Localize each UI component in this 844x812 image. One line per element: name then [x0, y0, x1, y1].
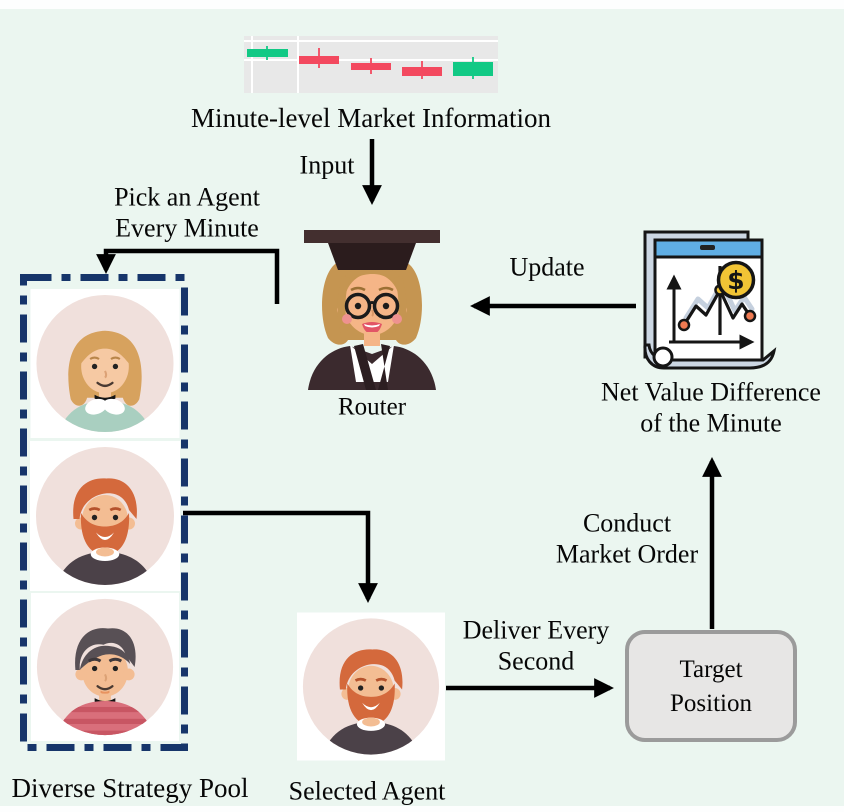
data-point [677, 318, 691, 332]
net-value-label: Net Value Difference of the Minute [601, 377, 821, 438]
update-label: Update [509, 252, 585, 282]
pool-label: Diverse Strategy Pool [11, 773, 249, 804]
graduation-cap-icon [304, 230, 440, 270]
conduct-order-label-line2: Market Order [555, 539, 699, 568]
deliver-label-line2: Second [497, 646, 575, 675]
candles [247, 46, 493, 79]
input-label: Input [299, 150, 355, 180]
market-info-label: Minute-level Market Information [191, 103, 551, 134]
selected-agent-avatar [297, 612, 445, 761]
net-value-label-line2: of the Minute [640, 408, 782, 437]
conduct-order-label-line1: Conduct [582, 508, 672, 538]
selected-agent-label: Selected Agent [288, 776, 446, 806]
pick-agent-label: Pick an Agent Every Minute [114, 182, 260, 243]
pool-agent-woman-avatar [30, 289, 180, 438]
dollar-sign: $ [727, 266, 744, 295]
target-position-box [625, 630, 797, 742]
net-value-label-line1: Net Value Difference [601, 377, 821, 407]
dollar-coin-icon [716, 260, 756, 300]
router-label: Router [337, 393, 407, 421]
pool-agent-darkhair-avatar [31, 593, 179, 741]
deliver-label-line1: Deliver Every [462, 615, 610, 645]
target-position-line1: Target [679, 656, 743, 683]
graduate-woman-icon [304, 230, 440, 390]
glasses-icon [344, 292, 400, 320]
pick-agent-label-line2: Every Minute [115, 213, 259, 242]
deliver-label: Deliver Every Second [463, 615, 610, 676]
net-value-report-icon: $ [643, 230, 777, 370]
conduct-order-label: Conduct Market Order [556, 508, 698, 569]
data-point [743, 309, 757, 323]
target-position-label: Target Position [670, 653, 752, 721]
candlestick-chart [244, 36, 498, 93]
pool-agent-redhead-avatar [30, 441, 180, 591]
target-position-line2: Position [670, 690, 752, 717]
router-avatar [304, 230, 440, 390]
pick-agent-label-line1: Pick an Agent [114, 182, 260, 212]
